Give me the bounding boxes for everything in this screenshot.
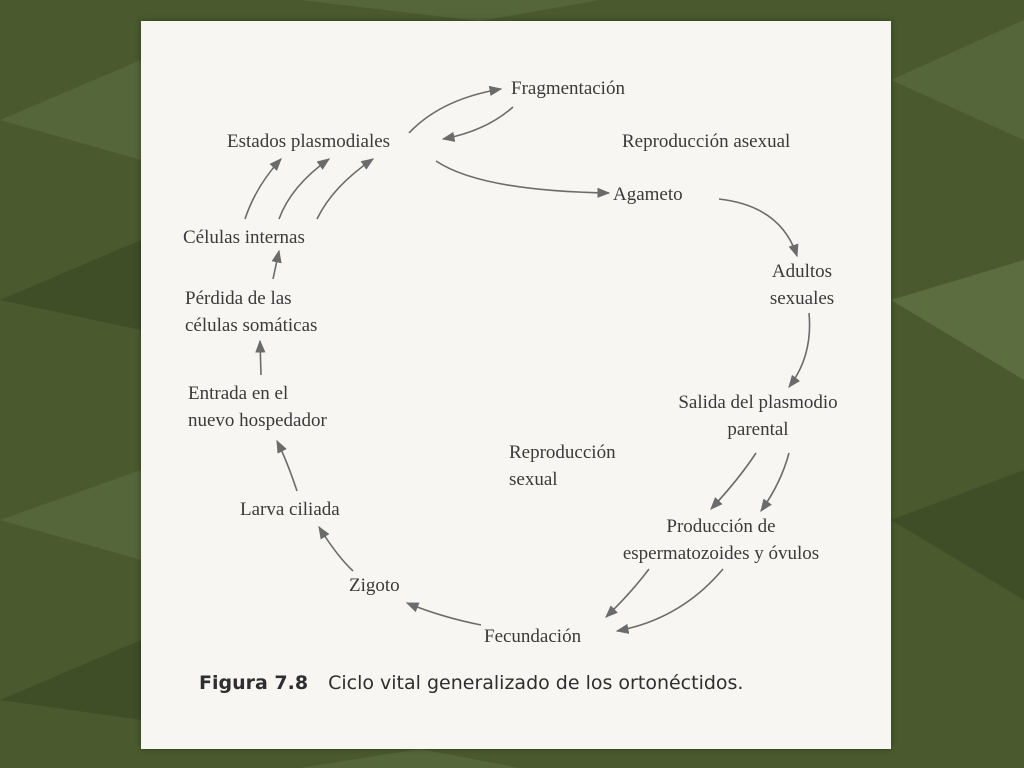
arrow-estados-to-fragmentacion (408, 85, 503, 134)
arrow-fecundacion-to-zigoto (405, 602, 482, 626)
arrow-entrada-to-perdida (255, 339, 266, 376)
label-perdida-line-1: Pérdida de las (185, 288, 292, 309)
label-reproduccion-sexual-line-1: Reproducción (509, 442, 616, 463)
label-salida-line-1: Salida del plasmodio (678, 392, 838, 413)
label-larva-ciliada: Larva ciliada (240, 499, 340, 520)
arrow-salida-to-produccion-a (710, 452, 757, 510)
arrow-salida-to-produccion-b (760, 452, 790, 513)
arrow-estados-to-agameto (435, 160, 611, 198)
arrow-celulas-to-estados-b (278, 158, 331, 220)
arrow-celulas-to-estados-a (244, 158, 282, 220)
arrow-larva-to-entrada (276, 439, 298, 492)
arrow-celulas-to-estados-c (316, 158, 375, 220)
label-adultos-line-2: sexuales (769, 288, 835, 309)
figure-caption: Figura 7.8 Ciclo vital generalizado de lo… (199, 672, 743, 694)
label-produccion: Producción de espermatozoides y óvulos (581, 513, 861, 567)
label-fecundacion: Fecundación (484, 626, 582, 647)
label-adultos-sexuales: Adultos sexuales (747, 258, 857, 312)
label-entrada-line-2: nuevo hospedador (188, 410, 327, 431)
figure-number: Figura 7.8 (199, 672, 309, 694)
label-salida-plasmodio: Salida del plasmodio parental (643, 389, 873, 443)
cycle-arrows (244, 85, 811, 634)
label-fragmentacion: Fragmentación (511, 78, 625, 99)
figure-caption-text: Ciclo vital generalizado de los ortonéct… (328, 672, 744, 694)
label-entrada-hospedador: Entrada en el nuevo hospedador (188, 380, 327, 434)
label-salida-line-2: parental (727, 419, 789, 440)
label-agameto: Agameto (613, 184, 683, 205)
arrow-perdida-to-celulas (271, 249, 282, 280)
label-estados-plasmodiales: Estados plasmodiales (227, 131, 391, 152)
label-adultos-line-1: Adultos (771, 261, 833, 282)
label-entrada-line-1: Entrada en el (188, 383, 289, 404)
arrow-produccion-to-fecundacion-a (605, 568, 650, 618)
label-zigoto: Zigoto (349, 575, 400, 596)
arrow-produccion-to-fecundacion-b (615, 568, 724, 634)
label-perdida-line-2: células somáticas (185, 315, 318, 336)
arrow-adultos-to-salida (788, 312, 811, 389)
arrow-agameto-to-adultos (718, 198, 799, 258)
label-reproduccion-sexual: Reproducción sexual (509, 439, 616, 493)
label-produccion-line-2: espermatozoides y óvulos (622, 543, 820, 564)
label-perdida-celulas: Pérdida de las células somáticas (185, 285, 317, 339)
label-produccion-line-1: Producción de (666, 516, 776, 537)
label-reproduccion-sexual-line-2: sexual (509, 469, 558, 490)
arrow-fragmentacion-to-estados (441, 106, 514, 142)
arrow-zigoto-to-larva (318, 525, 354, 572)
label-celulas-internas: Células internas (183, 227, 305, 248)
label-reproduccion-asexual: Reproducción asexual (622, 131, 791, 152)
figure-card: Fragmentación Estados plasmodiales Repro… (141, 21, 891, 749)
